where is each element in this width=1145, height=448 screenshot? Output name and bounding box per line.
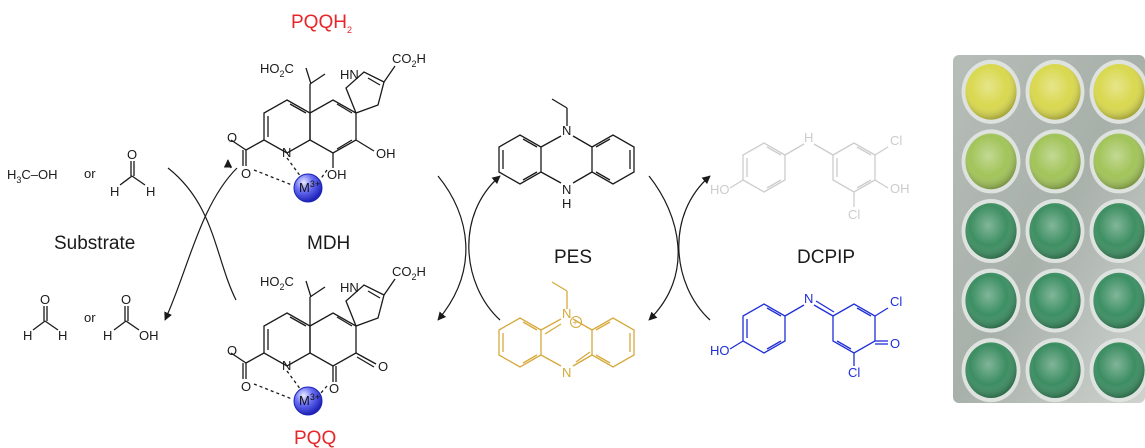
pes-plus-circle: [570, 316, 582, 328]
metal-label-top: M3+: [299, 179, 320, 195]
dcpip-reduced-cl-top: Cl: [890, 133, 902, 148]
well-highlight: [1093, 203, 1145, 259]
substrate-label: Substrate: [54, 233, 135, 254]
metal-ion-bottom: [293, 386, 323, 416]
pqqh2-co2h: CO2H: [392, 51, 426, 69]
formic-acid-o: O: [121, 292, 131, 307]
pqq-structure: [230, 278, 396, 400]
pes-plus-sign: +: [573, 318, 578, 328]
dcpip-oxidized-cl-top: Cl: [890, 294, 902, 309]
well-highlight: [1093, 342, 1145, 399]
pqq-o-bottom: O: [329, 381, 339, 396]
pes-reduced-n-top: N: [562, 123, 571, 138]
pes-label: PES: [554, 247, 592, 268]
pqq-ho2c: HO2C: [260, 274, 294, 292]
pes-oxidized-n-bottom: N: [562, 365, 571, 380]
well-highlight: [1029, 272, 1081, 329]
formaldehyde-bottom-h1: H: [23, 328, 32, 343]
formic-acid: [113, 306, 140, 331]
pqqh2-o-top: O: [227, 130, 237, 145]
well-highlight: [965, 133, 1017, 190]
well-highlight: [1029, 133, 1081, 190]
methanol-formula: H3C–OH: [7, 167, 58, 185]
formaldehyde-bottom-h2: H: [58, 328, 67, 343]
pqq-co2h: CO2H: [392, 264, 426, 282]
pes-reduced-structure: [498, 98, 635, 185]
well-highlight: [965, 342, 1017, 399]
arrow-mdh-pes-left: [437, 175, 467, 321]
dcpip-reduced-ho: HO: [710, 182, 730, 197]
formaldehyde-top-o: O: [127, 147, 137, 162]
pqq-nh: HN: [340, 280, 359, 295]
metal-label-bottom: M3+: [299, 392, 320, 408]
svg-text:H3C–OH: H3C–OH: [7, 167, 58, 185]
well-highlight: [1029, 63, 1081, 120]
pqqh2-nh: HN: [340, 67, 359, 82]
dcpip-oxidized-o: O: [890, 336, 900, 351]
well-highlight: [965, 272, 1017, 329]
dcpip-oxidized-cl-bottom: Cl: [848, 365, 860, 380]
well-highlight: [965, 203, 1017, 259]
arrow-mdh-pes-right: [468, 175, 501, 321]
arrow-substrate-out: [164, 167, 238, 321]
well-plate-photo: [953, 55, 1145, 403]
well-highlight: [1093, 272, 1145, 329]
pes-reduced-n-bottom: N: [562, 182, 571, 197]
dcpip-reduced-h: H: [804, 130, 813, 145]
dcpip-reduced-oh: OH: [890, 181, 910, 196]
dcpip-oxidized-n: N: [804, 291, 813, 306]
pqq-o-right: O: [378, 359, 388, 374]
arrow-substrate-in: [167, 167, 237, 301]
arrow-pes-dcpip-left: [648, 175, 679, 321]
well-highlight: [965, 63, 1017, 120]
mdh-label: MDH: [307, 233, 350, 254]
or-text-top: or: [84, 166, 96, 181]
well-highlight: [1029, 342, 1081, 399]
dcpip-reduced-structure: [729, 142, 889, 207]
pes-oxidized-n-top: N: [562, 306, 571, 321]
metal-ion-top: [293, 173, 323, 203]
formic-acid-oh: OH: [139, 328, 159, 343]
pes-reduced-h: H: [562, 196, 571, 211]
arrow-pes-dcpip-right: [678, 175, 711, 321]
dcpip-label: DCPIP: [797, 247, 855, 268]
formic-acid-h: H: [103, 328, 112, 343]
redox-arrows: [164, 159, 711, 321]
well-highlight: [1093, 133, 1145, 190]
pqqh2-label: PQQH2: [291, 12, 352, 35]
pqq-n: N: [282, 358, 291, 373]
pqq-o-top: O: [227, 343, 237, 358]
or-text-bottom: or: [84, 310, 96, 325]
pqqh2-oh-right: OH: [376, 146, 396, 161]
pqqh2-n: N: [282, 145, 291, 160]
well-highlight: [1029, 203, 1081, 259]
formaldehyde-top-h2: H: [146, 184, 155, 199]
dcpip-oxidized-ho: HO: [710, 343, 730, 358]
formaldehyde-top: [119, 161, 146, 186]
pqqh2-o-bottom: O: [241, 166, 251, 181]
arrow-pqq-reduction: [223, 159, 233, 169]
well-highlight: [1093, 63, 1145, 120]
formaldehyde-top-h1: H: [110, 184, 119, 199]
pqqh2-ho2c: HO2C: [260, 61, 294, 79]
pqqh2-structure: [230, 65, 396, 186]
pqqh2-oh-bottom: OH: [327, 167, 347, 182]
dcpip-oxidized-structure: [729, 300, 889, 366]
formaldehyde-bottom-o: O: [40, 292, 50, 307]
formaldehyde-bottom: [32, 306, 59, 331]
pqq-label: PQQ: [294, 428, 336, 448]
pes-oxidized-structure: [498, 281, 635, 368]
pqq-o-left: O: [241, 379, 251, 394]
dcpip-reduced-cl-bottom: Cl: [848, 207, 860, 222]
